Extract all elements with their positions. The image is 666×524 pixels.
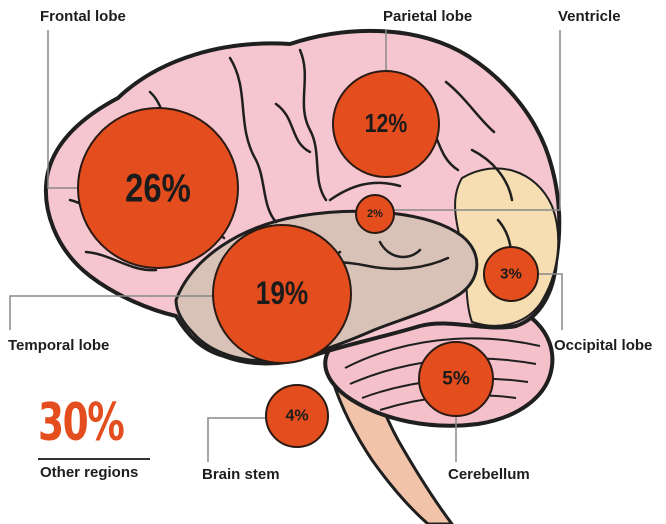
bubble-cerebellum bbox=[418, 341, 494, 417]
leader-ventricle bbox=[394, 30, 561, 211]
value-brain-stem: 4% bbox=[285, 408, 308, 425]
bubble-brain-stem bbox=[265, 384, 329, 448]
bubble-frontal bbox=[77, 107, 239, 269]
bubble-occipital bbox=[483, 246, 539, 302]
leader-brain-stem bbox=[207, 417, 268, 462]
label-parietal-lobe: Parietal lobe bbox=[383, 8, 473, 25]
label-occipital-lobe: Occipital lobe bbox=[554, 337, 653, 354]
label-temporal-lobe: Temporal lobe bbox=[8, 337, 110, 354]
value-frontal: 26% bbox=[125, 166, 191, 211]
other-regions-value: 30% bbox=[38, 393, 125, 453]
region-bubbles bbox=[77, 70, 539, 448]
leader-frontal bbox=[47, 30, 80, 189]
value-parietal: 12% bbox=[365, 109, 408, 139]
value-cerebellum: 5% bbox=[442, 369, 470, 390]
value-ventricle: 2% bbox=[367, 208, 383, 220]
other-regions-divider bbox=[38, 458, 150, 460]
leader-lines bbox=[9, 30, 563, 462]
label-brain-stem: Brain stem bbox=[202, 466, 280, 483]
bubble-ventricle bbox=[355, 194, 395, 234]
label-cerebellum: Cerebellum bbox=[448, 466, 530, 483]
label-ventricle: Ventricle bbox=[558, 8, 621, 25]
bubble-parietal bbox=[332, 70, 440, 178]
leader-occipital bbox=[536, 273, 563, 330]
value-occipital: 3% bbox=[500, 266, 522, 283]
bubble-values: 26% 12% 2% 19% 3% 4% 5% bbox=[125, 109, 522, 424]
bubble-temporal bbox=[212, 224, 352, 364]
other-regions-label: Other regions bbox=[40, 464, 139, 481]
value-temporal: 19% bbox=[256, 277, 309, 312]
label-frontal-lobe: Frontal lobe bbox=[40, 8, 126, 25]
leader-temporal bbox=[9, 295, 214, 330]
